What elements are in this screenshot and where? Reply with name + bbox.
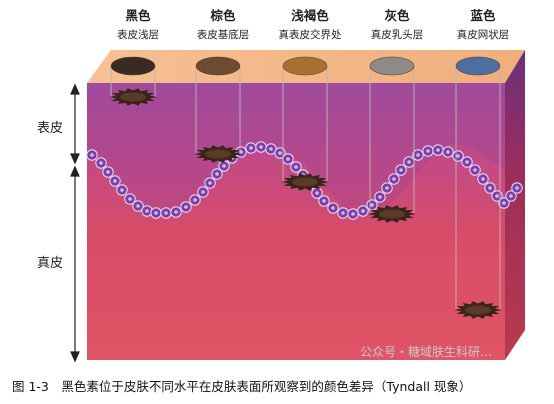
skin-side-face <box>505 50 525 360</box>
basal-cell-nucleus <box>407 160 411 164</box>
melanin-core <box>465 305 491 315</box>
column-title: 棕色 <box>209 8 236 23</box>
basal-cell-nucleus <box>426 149 430 153</box>
basal-cell-nucleus <box>249 146 253 150</box>
column-title: 浅褐色 <box>291 8 329 23</box>
basal-cell-nucleus <box>446 150 450 154</box>
dermis-label: 真皮 <box>37 256 63 271</box>
melanin-clusters <box>109 88 502 319</box>
surface-color-spot <box>282 56 328 76</box>
basal-cell-nucleus <box>509 194 513 198</box>
basal-cell-nucleus <box>322 199 326 203</box>
basal-cell-nucleus <box>515 186 519 190</box>
basal-cell-nucleus <box>106 170 110 174</box>
basal-cell-nucleus <box>392 177 396 181</box>
basal-cell-nucleus <box>456 154 460 158</box>
skin-front-face <box>87 83 505 360</box>
epidermis-arrow <box>70 83 80 165</box>
column-subtitle: 真表皮交界处 <box>279 28 342 41</box>
basal-cell-nucleus <box>286 157 290 161</box>
basal-cell-nucleus <box>341 211 345 215</box>
basal-cell-nucleus <box>154 211 158 215</box>
basal-cell-nucleus <box>370 203 374 207</box>
basal-cell-nucleus <box>331 206 335 210</box>
basal-cell-nucleus <box>488 186 492 190</box>
basal-cell-nucleus <box>416 153 420 157</box>
basal-cell-nucleus <box>201 190 205 194</box>
basal-cell-layer <box>86 141 523 220</box>
basal-cell-nucleus <box>294 165 298 169</box>
basal-cell-nucleus <box>90 153 94 157</box>
basal-cell-nucleus <box>120 188 124 192</box>
basal-cell-nucleus <box>378 195 382 199</box>
melanin-core <box>205 149 231 159</box>
melanin-core <box>120 92 146 102</box>
basal-cell-nucleus <box>385 186 389 190</box>
column-title: 灰色 <box>384 8 410 23</box>
basal-cell-nucleus <box>278 151 282 155</box>
column-subtitle: 表皮浅层 <box>117 28 159 41</box>
column-subtitle: 表皮基底层 <box>197 28 250 41</box>
epidermis-label: 表皮 <box>37 121 63 136</box>
basal-cell-nucleus <box>351 212 355 216</box>
column-title: 蓝色 <box>470 8 496 23</box>
basal-cell-nucleus <box>315 191 319 195</box>
dermis-arrow <box>70 165 80 363</box>
basal-cell-nucleus <box>164 211 168 215</box>
surface-color-spot <box>195 56 241 76</box>
basal-cell-nucleus <box>465 160 469 164</box>
watermark: 公众号・糖域肤生科研… <box>360 344 492 359</box>
melanin-core <box>379 209 405 219</box>
basal-cell-nucleus <box>208 181 212 185</box>
epidermis-band <box>87 83 505 216</box>
basal-cell-nucleus <box>136 204 140 208</box>
basal-cell-nucleus <box>259 145 263 149</box>
basal-cell-nucleus <box>215 172 219 176</box>
basal-cell-nucleus <box>436 148 440 152</box>
surface-color-spot <box>369 56 415 76</box>
basal-cell-nucleus <box>222 164 226 168</box>
basal-cell-nucleus <box>174 210 178 214</box>
column-title: 黑色 <box>125 8 151 23</box>
melanin-core <box>292 177 318 187</box>
basal-cell-nucleus <box>99 161 103 165</box>
figure-caption: 图 1-3 黑色素位于皮肤不同水平在皮肤表面所观察到的颜色差异（Tyndall … <box>12 379 471 394</box>
basal-cell-nucleus <box>145 209 149 213</box>
column-subtitle: 真皮乳头层 <box>371 28 424 41</box>
basal-cell-nucleus <box>184 205 188 209</box>
basal-cell-nucleus <box>113 179 117 183</box>
basal-cell-nucleus <box>128 197 132 201</box>
basal-cell-nucleus <box>481 177 485 181</box>
surface-color-spot <box>455 56 501 76</box>
basal-cell-nucleus <box>502 201 506 205</box>
basal-cell-nucleus <box>473 168 477 172</box>
pigment-columns <box>110 56 501 310</box>
basal-cell-nucleus <box>399 168 403 172</box>
basal-cell-nucleus <box>361 209 365 213</box>
column-subtitle: 真皮网状层 <box>457 28 510 41</box>
basal-cell-nucleus <box>495 194 499 198</box>
surface-color-spot <box>110 56 156 76</box>
basal-cell-nucleus <box>193 198 197 202</box>
basal-cell-nucleus <box>269 147 273 151</box>
